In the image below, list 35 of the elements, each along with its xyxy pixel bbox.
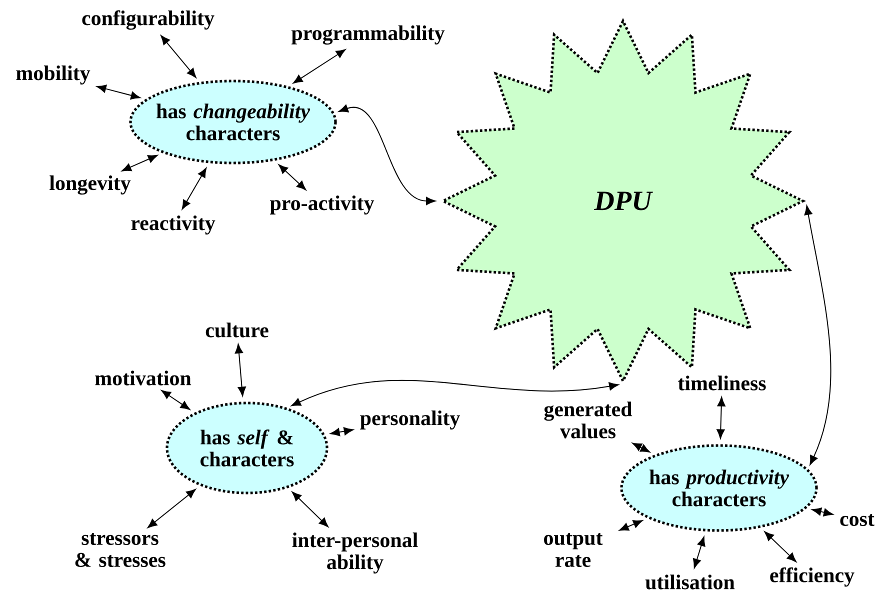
double-arrow <box>692 536 706 568</box>
double-arrow <box>122 154 158 172</box>
attribute-label: cost <box>840 514 874 526</box>
double-arrow <box>330 427 354 436</box>
double-arrow <box>716 396 726 439</box>
attribute-label: culture <box>206 322 268 338</box>
double-arrow <box>632 442 650 452</box>
double-arrow <box>160 35 196 78</box>
double-arrow <box>764 531 796 562</box>
attribute-label: efficiency <box>770 567 854 587</box>
attribute-label: personality <box>360 410 460 430</box>
double-arrow <box>812 508 834 516</box>
attribute-label: inter-personal ability <box>292 532 418 574</box>
double-arrow <box>619 520 643 531</box>
attribute-label: longevity <box>50 175 131 195</box>
double-arrow <box>292 492 328 528</box>
attribute-label: reactivity <box>131 215 216 235</box>
double-arrow <box>234 344 246 396</box>
attribute-label: generated values <box>544 402 632 438</box>
attribute-label: stressors & stresses <box>75 532 166 567</box>
attribute-label: mobility <box>16 65 90 85</box>
double-arrow <box>291 380 619 406</box>
double-arrow <box>182 168 207 210</box>
double-arrow <box>147 488 196 528</box>
double-arrow <box>338 104 436 206</box>
double-arrow <box>292 49 346 84</box>
attribute-label: output rate <box>544 532 603 567</box>
double-arrow <box>804 205 832 466</box>
double-arrow <box>96 84 140 100</box>
attribute-label: configurability <box>82 10 214 30</box>
double-arrow <box>278 164 306 190</box>
attribute-label: pro-activity <box>270 195 374 215</box>
attribute-label: motivation <box>95 370 192 386</box>
double-arrow <box>161 390 190 410</box>
attribute-label: utilisation <box>645 574 735 590</box>
